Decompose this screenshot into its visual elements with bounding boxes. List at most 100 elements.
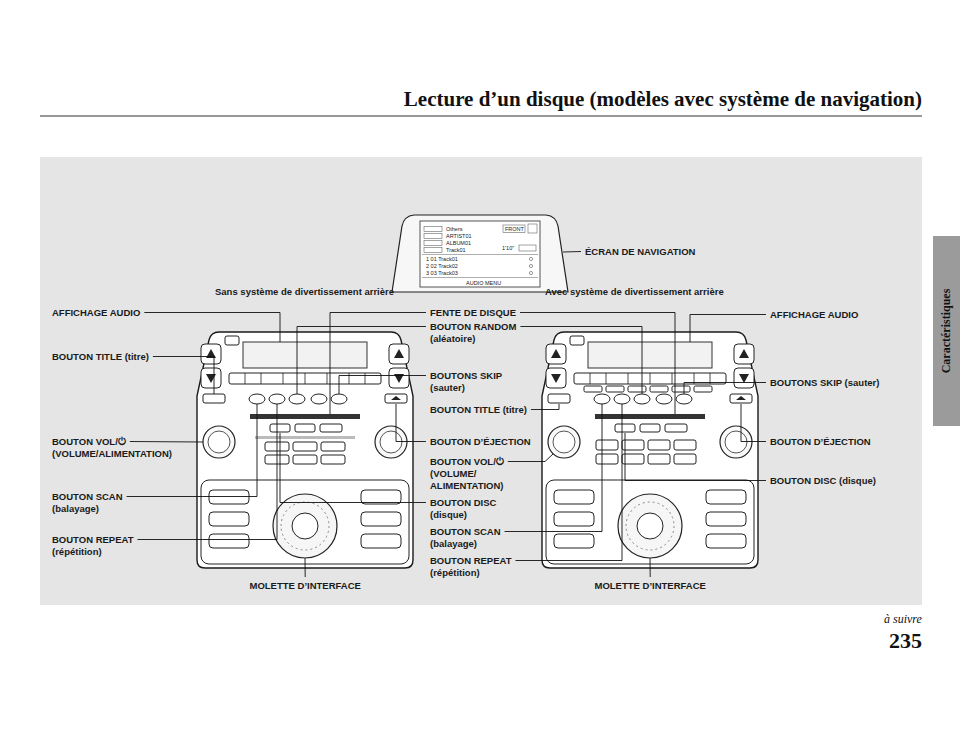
screen-text: 1'10" <box>502 245 514 251</box>
leader-line <box>684 383 766 395</box>
audio-panel-right <box>650 386 668 392</box>
callout-label: BOUTON SCAN (balayage) <box>52 491 142 515</box>
callout-label: FENTE DE DISQUE <box>430 307 516 319</box>
audio-panel-right <box>628 386 646 392</box>
screen-text: FRONT <box>505 226 524 232</box>
callout-label: BOUTON RANDOM (aléatoire) <box>430 321 534 345</box>
navigation-screen <box>392 215 568 292</box>
figure-ground <box>40 157 922 605</box>
screen-text: Others <box>446 226 463 232</box>
callout-label: BOUTON TITLE (titre) <box>52 351 149 363</box>
page-title: Lecture d’un disque (modèles avec systèm… <box>404 86 922 112</box>
leader-line <box>297 327 426 395</box>
page-number: 235 <box>889 628 922 654</box>
leader-line <box>339 376 426 395</box>
callout-label: BOUTON D’ÉJECTION <box>770 436 871 448</box>
leader-line <box>690 315 766 343</box>
audio-panel-right <box>606 386 624 392</box>
leader-line <box>305 558 306 577</box>
navigation-screen <box>422 277 538 278</box>
navigation-screen <box>424 227 442 232</box>
callout-label: BOUTON VOL/⏻ (VOLUME/ ALIMENTATION) <box>430 456 522 492</box>
leader-line <box>396 404 426 442</box>
navigation-screen <box>420 221 540 287</box>
audio-panel-left <box>255 436 355 464</box>
audio-panel-right <box>674 454 696 464</box>
variant-caption: Avec système de divertissement arrière <box>545 286 724 298</box>
audio-panel-left <box>293 455 317 464</box>
callout-label: BOUTONS SKIP (sauter) <box>430 370 534 394</box>
navigation-screen <box>392 215 568 292</box>
audio-panel-left <box>197 332 413 568</box>
audio-panel-right <box>584 386 602 392</box>
screen-text: Track01 <box>446 247 466 253</box>
leader-line <box>520 313 675 415</box>
audio-panel-right <box>674 440 696 450</box>
leader-line <box>144 313 280 343</box>
section-tab-label: Caractéristiques <box>939 289 953 374</box>
leader-line <box>520 327 642 395</box>
leader-line <box>130 441 203 443</box>
screen-text: 1 01 Track01 <box>426 256 458 262</box>
navigation-screen <box>503 225 525 233</box>
leader-line <box>137 404 277 540</box>
navigation-screen <box>422 254 538 255</box>
audio-panel-left <box>197 332 413 568</box>
leader-line <box>153 357 214 395</box>
side-tab <box>933 236 960 426</box>
audio-panel-left <box>321 442 345 451</box>
screen-text: ARTIST01 <box>446 233 472 239</box>
audio-panel-right <box>648 440 670 450</box>
audio-panel-right <box>648 454 670 464</box>
audio-panel-left <box>255 436 355 439</box>
navigation-screen <box>529 264 532 267</box>
leader-line <box>515 404 622 561</box>
navigation-screen <box>529 257 532 260</box>
audio-panel-left <box>293 442 317 451</box>
audio-panel-right <box>694 386 712 392</box>
leader-line <box>505 404 602 532</box>
navigation-screen <box>424 241 442 246</box>
callout-label: BOUTON REPEAT (répétition) <box>430 555 534 579</box>
screen-text: 2 02 Track02 <box>426 263 458 269</box>
leader-line <box>531 404 559 410</box>
audio-panel-right <box>596 454 618 464</box>
screen-text: AUDIO MENU <box>466 280 501 286</box>
screen-text: 3 03 Track03 <box>426 270 458 276</box>
callout-label: MOLETTE D’INTERFACE <box>250 580 361 592</box>
audio-panel-left <box>321 455 345 464</box>
leader-line <box>741 404 766 442</box>
callout-label: BOUTON REPEAT (répétition) <box>52 534 152 558</box>
callout-label: AFFICHAGE AUDIO <box>770 309 858 321</box>
navigation-screen <box>519 245 536 251</box>
navigation-screen <box>529 271 532 274</box>
leader-line <box>508 454 553 462</box>
leader-line <box>563 251 581 253</box>
callout-label: MOLETTE D’INTERFACE <box>595 580 706 592</box>
callout-label: ÉCRAN DE NAVIGATION <box>585 246 695 258</box>
leader-line <box>625 433 766 481</box>
navigation-screen <box>528 224 537 233</box>
callout-label: BOUTONS SKIP (sauter) <box>770 377 879 389</box>
leader-line <box>330 313 426 415</box>
audio-panel-right <box>542 332 758 568</box>
navigation-screen <box>424 234 442 239</box>
screen-text: ALBUM01 <box>446 240 471 246</box>
audio-panel-right <box>596 440 618 450</box>
audio-panel-right <box>584 386 712 464</box>
variant-caption: Sans système de divertissement arrière <box>215 286 394 298</box>
callout-label: BOUTON VOL/⏻ (VOLUME/ALIMENTATION) <box>52 436 192 460</box>
header-rule <box>40 116 922 117</box>
callout-label: BOUTON DISC (disque) <box>770 475 876 487</box>
leader-line <box>280 433 426 503</box>
continued-note: à suivre <box>884 612 922 626</box>
navigation-screen <box>424 248 442 253</box>
callout-label: BOUTON TITLE (titre) <box>430 404 527 416</box>
leader-line <box>650 558 651 577</box>
callout-label: BOUTON DISC (disque) <box>430 497 534 521</box>
callout-label: BOUTON D’ÉJECTION <box>430 436 531 448</box>
audio-panel-right <box>542 332 758 568</box>
callout-label: BOUTON SCAN (balayage) <box>430 526 534 550</box>
callout-label: AFFICHAGE AUDIO <box>52 307 140 319</box>
